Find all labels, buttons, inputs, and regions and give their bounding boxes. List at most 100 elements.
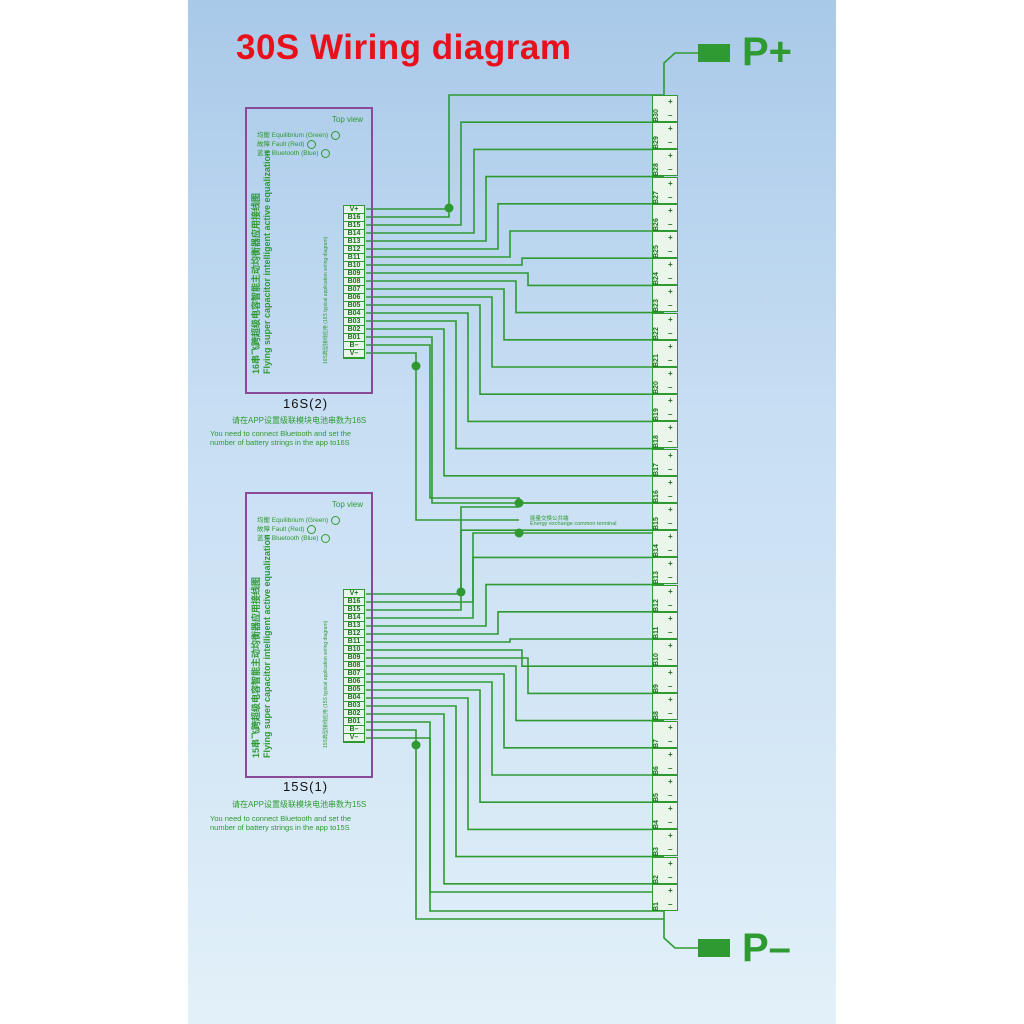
indicator-equilibrium: 均衡 Equilibrium (Green) [257,514,341,525]
pin-b12: B12 [344,246,364,254]
battery-label: B19 [653,408,660,422]
plus-sign: + [668,477,673,487]
plus-sign: + [668,586,673,596]
pin-b13: B13 [344,238,364,246]
pin-b09: B09 [344,270,364,278]
minus-sign: – [668,736,673,746]
battery-label: B9 [653,684,660,694]
pin-b09: B09 [344,654,364,662]
minus-sign: – [668,655,673,664]
battery-label: B2 [653,874,660,884]
wire-link [366,532,519,603]
page-title: 30S Wiring diagram [236,28,572,67]
pin-b04: B04 [344,694,364,702]
pin-b14: B14 [344,230,364,238]
pin-b01: B01 [344,334,364,342]
plus-sign: + [668,695,673,705]
minus-sign: – [668,600,673,610]
p-plus-label: P+ [742,30,793,74]
battery-cell-b2: B2 + – [652,856,678,884]
battery-cell-b26: B26+– [652,203,678,231]
battery-cell-b8: B8 + – [652,693,678,721]
minus-sign: – [668,872,673,882]
minus-sign: – [668,709,673,719]
pin-b07: B07 [344,286,364,294]
plus-sign: + [668,287,673,297]
wire-lower [366,713,664,885]
battery-label: B22 [653,326,660,340]
pin-b11: B11 [344,638,364,646]
pin-b02: B02 [344,326,364,334]
battery-cell-b16: B16+– [652,475,678,503]
battery-cell-b13: B13+– [652,557,678,585]
indicator-fault: 故障 Fault (Red) [257,523,317,534]
wire-vminus [366,352,519,521]
pin-b12: B12 [344,630,364,638]
battery-label: B25 [653,245,660,258]
wire-lower [366,673,664,749]
wire-lower [366,689,664,804]
battery-label: B16 [653,489,660,503]
wire-lower [366,657,664,695]
minus-sign: – [668,818,673,828]
battery-cell-b9: B9+– [652,666,678,694]
minus-sign: – [668,845,673,855]
wire-upper [366,272,664,287]
battery-label: B8 [653,711,660,721]
battery-label: B7 [653,738,660,748]
indicator-fault: 故障 Fault (Red) [257,138,317,149]
battery-cell-b28: B28+– [652,149,678,177]
pin-vplus: V+ [344,206,364,214]
wire-upper [366,94,664,218]
module-note-en2: number of battery strings in the app to1… [210,823,350,832]
led-icon [307,524,317,534]
wire-lower [366,556,664,619]
pin-b06: B06 [344,294,364,302]
battery-cell-b27: B27+– [652,176,678,204]
minus-sign: – [668,138,673,148]
pin-bminus: B– [344,726,364,734]
battery-cell-b5: B5+– [652,775,678,802]
plus-sign: + [668,831,673,841]
battery-cell-b6: B6+– [652,747,678,775]
battery-label: B14 [653,544,660,558]
pin-b08: B08 [344,662,364,670]
plus-sign: + [668,532,673,542]
battery-label: B4 [653,820,660,830]
pin-vplus: V+ [344,590,364,598]
plus-sign: + [668,124,673,134]
plus-sign: + [668,505,673,514]
battery-label: B3 [653,847,660,857]
battery-cell-b22: B22+– [652,312,678,340]
minus-sign: – [668,383,673,392]
pin-b03: B03 [344,702,364,710]
battery-cell-b1: B1+– [652,883,678,911]
wire-lower [366,529,664,611]
pin-b16: B16 [344,598,364,606]
battery-cell-b15: B15+– [652,503,678,530]
wire-upper [366,257,664,266]
pin-b10: B10 [344,262,364,270]
pin-b03: B03 [344,318,364,326]
wire-lower [366,705,664,858]
battery-cell-b4: B4+– [652,802,678,830]
wire-upper [366,304,664,396]
plus-sign: + [668,97,673,106]
battery-cell-b18: B18+– [652,421,678,449]
battery-cell-b20: B20+– [652,367,678,394]
led-icon [331,515,341,525]
minus-sign: – [668,627,673,637]
p-minus-plug [698,939,730,957]
pin-b05: B05 [344,686,364,694]
top-view-label: Top view [331,500,363,509]
diagram-panel [188,0,836,1024]
plus-sign: + [668,858,673,868]
pin-b04: B04 [344,310,364,318]
pin-b16: B16 [344,214,364,222]
plus-sign: + [668,233,673,242]
wire-upper [366,288,664,341]
plus-sign: + [668,559,673,569]
plus-sign: + [668,369,673,378]
minus-sign: – [668,247,673,256]
pin-b01: B01 [344,718,364,726]
